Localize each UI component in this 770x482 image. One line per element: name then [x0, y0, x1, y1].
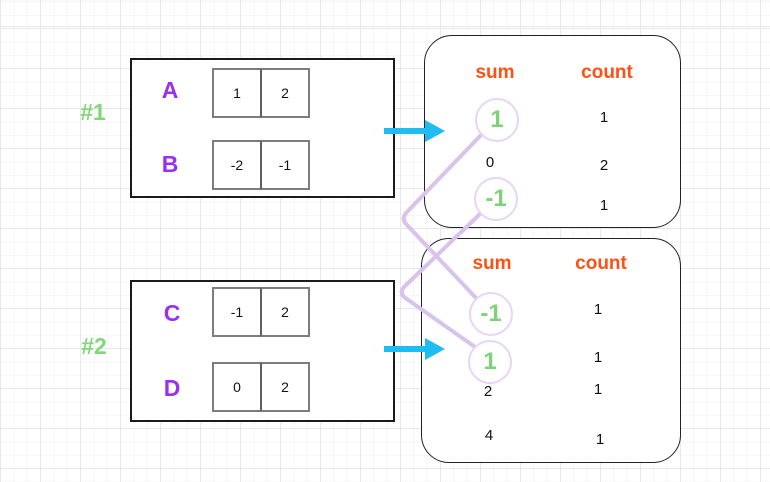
table1-sum-header: sum: [475, 62, 515, 83]
table2-row3-count: 1: [593, 381, 603, 398]
table2-row1-sum: -1: [480, 300, 502, 327]
array-b-cells: -2 -1: [212, 140, 310, 190]
array-a-cells: 1 2: [212, 68, 310, 118]
array-d-cell-0: 0: [212, 362, 262, 412]
table2-row3-sum: 2: [483, 383, 493, 400]
array-b-label: B: [161, 151, 179, 177]
table1-row2-count: 2: [599, 157, 609, 174]
array-d-cell-1: 2: [260, 362, 310, 412]
table2-count-header: count: [575, 253, 627, 274]
table2-row2-count: 1: [593, 349, 603, 366]
table1-row2-sum: 0: [485, 154, 495, 171]
array-d-cells: 0 2: [212, 362, 310, 412]
table1-count-header: count: [581, 62, 633, 83]
array-a-cell-0: 1: [212, 68, 262, 118]
table2-row4-count: 1: [595, 431, 605, 448]
array-c-cells: -1 2: [212, 287, 310, 337]
table2-row2-sum: 1: [483, 348, 497, 375]
array-b-cell-1: -1: [260, 140, 310, 190]
table1-row3-count: 1: [599, 197, 609, 214]
table1-row3-sum: -1: [485, 185, 507, 212]
table2-sum-header: sum: [472, 253, 512, 274]
array-a-label: A: [161, 77, 179, 103]
example1-label: #1: [80, 99, 106, 125]
example2-label: #2: [81, 333, 107, 359]
array-c-cell-0: -1: [212, 287, 262, 337]
array-a-cell-1: 2: [260, 68, 310, 118]
table2-row4-sum: 4: [484, 427, 494, 444]
array-d-label: D: [163, 375, 181, 401]
array-c-label: C: [163, 300, 181, 326]
array-b-cell-0: -2: [212, 140, 262, 190]
table1-row1-sum: 1: [490, 106, 504, 133]
array-c-cell-1: 2: [260, 287, 310, 337]
table2-row1-count: 1: [593, 301, 603, 318]
table1-row1-count: 1: [599, 109, 609, 126]
